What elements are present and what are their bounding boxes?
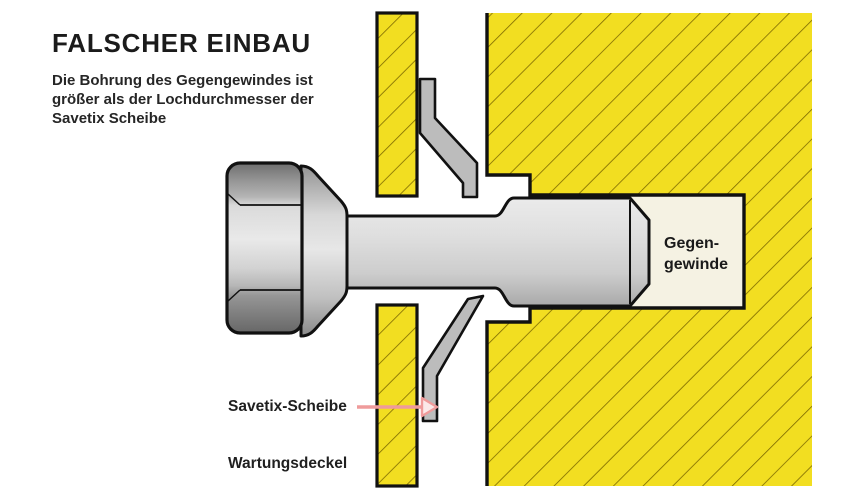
hex-corner-notch-top	[227, 193, 241, 206]
hex-corner-notch-bottom	[227, 289, 241, 302]
washer-lower-half	[421, 294, 485, 423]
title-block: FALSCHER EINBAU Die Bohrung des Gegengew…	[52, 28, 314, 128]
subtitle-line-1: Die Bohrung des Gegengewindes ist	[52, 72, 313, 89]
bolt	[225, 161, 651, 338]
block-hatched-body	[487, 13, 812, 486]
counter-thread-label: Gegen- gewinde	[664, 235, 728, 273]
bolt-shank-and-thread	[344, 196, 651, 308]
bolt-hex-head	[225, 161, 304, 335]
bolt-neck-cone	[299, 164, 349, 338]
counter-thread-label-line1: Gegen-	[664, 235, 719, 252]
counter-thread-label-line2: gewinde	[664, 256, 728, 273]
washer-pointer-arrow	[357, 396, 439, 418]
maintenance-cover-plate	[375, 11, 419, 488]
cover-label: Wartungsdeckel	[228, 455, 348, 472]
washer-upper-half	[418, 77, 479, 199]
block-outline	[485, 13, 746, 486]
arrow-head	[420, 396, 439, 418]
page-title: FALSCHER EINBAU	[52, 28, 312, 58]
washer-label: Savetix-Scheibe	[228, 398, 347, 415]
cover-lower-segment	[375, 303, 419, 488]
cover-upper-segment	[375, 11, 419, 198]
subtitle-line-3: Savetix Scheibe	[52, 110, 167, 127]
subtitle-line-2: größer als der Lochdurchmesser der	[52, 91, 314, 108]
